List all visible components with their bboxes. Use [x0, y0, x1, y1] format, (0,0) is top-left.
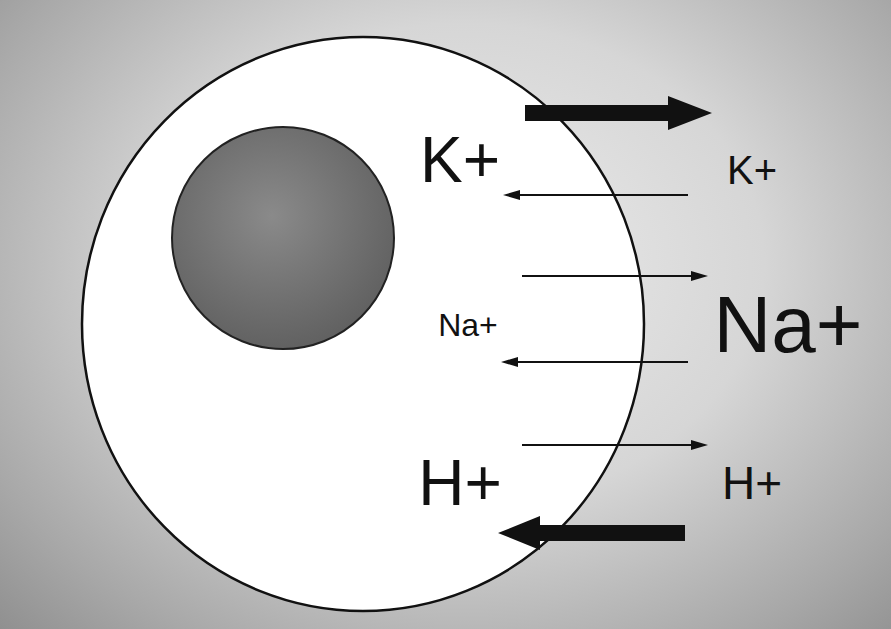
arrow-head: [691, 440, 708, 450]
cell-membrane: [82, 37, 644, 611]
proton-efflux-arrow: [522, 444, 696, 446]
arrow-head: [501, 357, 518, 367]
arrow-head: [691, 271, 708, 281]
ion-label: H+: [418, 451, 502, 515]
nucleus: [172, 127, 394, 349]
sodium-influx-arrow: [513, 361, 688, 363]
ion-label: Na+: [714, 285, 863, 365]
ion-label: Na+: [438, 309, 498, 341]
ion-label: K+: [420, 128, 500, 192]
proton-influx-arrow: [498, 516, 685, 550]
potassium-influx-arrow: [515, 194, 688, 196]
ion-label: K+: [727, 150, 777, 190]
sodium-efflux-arrow: [522, 275, 696, 277]
ion-label: H+: [722, 460, 782, 506]
arrow-head: [503, 190, 520, 200]
potassium-efflux-arrow: [525, 96, 712, 130]
